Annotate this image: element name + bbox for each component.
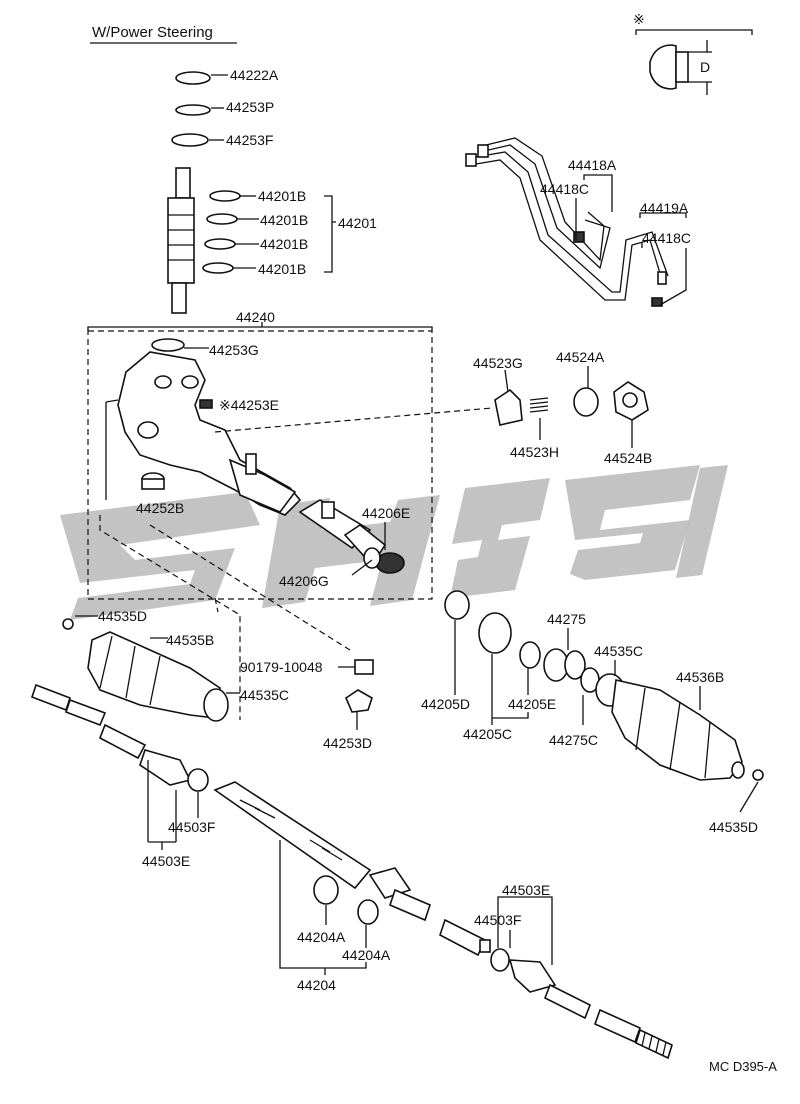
callout-44240: 44240	[236, 309, 275, 325]
callout-44201B-1: 44201B	[258, 188, 306, 204]
callout-44418C-1: 44418C	[540, 181, 589, 197]
callout-44201B-3: 44201B	[260, 236, 308, 252]
callout-44204A-2: 44204A	[342, 947, 391, 963]
callout-44201: 44201	[338, 215, 377, 231]
callout-44503E-1: 44503E	[142, 853, 190, 869]
callout-44252B: 44252B	[136, 500, 184, 516]
callout-44253G: 44253G	[209, 342, 259, 358]
callout-44523H: 44523H	[510, 444, 559, 460]
callout-44503E-2: 44503E	[502, 882, 550, 898]
cylinder-tube	[298, 499, 405, 574]
right-boot	[595, 673, 764, 781]
callout-44205D: 44205D	[421, 696, 470, 712]
callout-44201B-2: 44201B	[260, 212, 308, 228]
callout-44253P: 44253P	[226, 99, 274, 115]
callout-44536B: 44536B	[676, 669, 724, 685]
hydraulic-tubes	[465, 137, 669, 307]
callout-90179: 90179-10048	[240, 659, 323, 675]
pinion-assembly	[167, 71, 241, 314]
callout-44535D-2: 44535D	[709, 819, 758, 835]
callout-44206E: 44206E	[362, 505, 410, 521]
callout-44535C-1: 44535C	[240, 687, 289, 703]
callout-44524A: 44524A	[556, 349, 605, 365]
callout-44523G: 44523G	[473, 355, 523, 371]
callout-44253E: ※44253E	[219, 397, 279, 413]
callout-44503F-1: 44503F	[168, 819, 215, 835]
callout-44205E: 44205E	[508, 696, 556, 712]
callout-44201B-4: 44201B	[258, 261, 306, 277]
callout-44535D-1: 44535D	[98, 608, 147, 624]
diagram-title: W/Power Steering	[92, 24, 213, 41]
callout-44206G: 44206G	[279, 573, 329, 589]
dimension-note: ※ D	[633, 11, 753, 95]
steering-rack	[213, 781, 491, 957]
callout-44275: 44275	[547, 611, 586, 627]
rack-guide-parts	[494, 381, 649, 426]
left-tie-rod	[30, 683, 209, 792]
gear-housing-box	[87, 330, 433, 600]
note-symbol: ※	[633, 11, 645, 27]
note-dimension-label: D	[700, 59, 710, 75]
callout-44418C-2: 44418C	[642, 230, 691, 246]
right-tie-rod	[490, 948, 673, 1060]
left-boot	[62, 618, 229, 722]
callout-44204: 44204	[297, 977, 336, 993]
callout-44535C-2: 44535C	[594, 643, 643, 659]
callout-44205C: 44205C	[463, 726, 512, 742]
callout-44275C: 44275C	[549, 732, 598, 748]
callout-44524B: 44524B	[604, 450, 652, 466]
callout-44419A: 44419A	[640, 200, 689, 216]
callout-44204A-1: 44204A	[297, 929, 346, 945]
callout-44222A: 44222A	[230, 67, 279, 83]
right-seals	[444, 590, 600, 693]
callout-44535B: 44535B	[166, 632, 214, 648]
reference-code: MC D395-A	[709, 1059, 777, 1074]
watermark-logo	[60, 465, 728, 620]
callout-44503F-2: 44503F	[474, 912, 521, 928]
callout-44253F: 44253F	[226, 132, 273, 148]
gear-housing	[105, 351, 302, 516]
callout-44253D: 44253D	[323, 735, 372, 751]
callout-44418A: 44418A	[568, 157, 617, 173]
